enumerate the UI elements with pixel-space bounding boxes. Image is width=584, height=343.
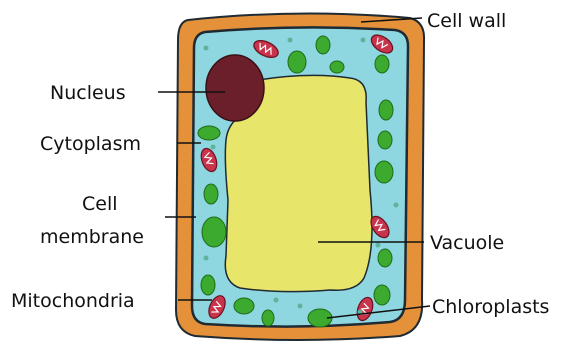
label-cell-membrane-line2: membrane	[40, 226, 144, 248]
chloroplast	[316, 36, 330, 54]
chloroplast	[262, 310, 274, 326]
chloroplast	[201, 275, 215, 295]
chloroplast	[234, 298, 254, 314]
chloroplast	[375, 55, 389, 73]
chloroplast	[375, 161, 393, 183]
label-nucleus: Nucleus	[50, 82, 126, 104]
chloroplast	[378, 131, 392, 149]
label-cytoplasm: Cytoplasm	[40, 133, 141, 155]
chloroplast	[330, 61, 344, 73]
label-vacuole: Vacuole	[430, 232, 504, 254]
chloroplast	[288, 51, 306, 73]
label-cell-wall: Cell wall	[427, 10, 506, 32]
chloroplast	[204, 184, 218, 204]
chloroplast	[374, 285, 390, 305]
chloroplast	[378, 249, 392, 267]
chloroplast	[198, 126, 220, 140]
label-mitochondria: Mitochondria	[11, 290, 135, 312]
nucleus	[206, 55, 264, 121]
label-chloroplasts: Chloroplasts	[432, 296, 549, 318]
chloroplast	[379, 100, 393, 120]
chloroplast	[202, 217, 226, 247]
label-cell-membrane-line1: Cell	[82, 193, 118, 215]
